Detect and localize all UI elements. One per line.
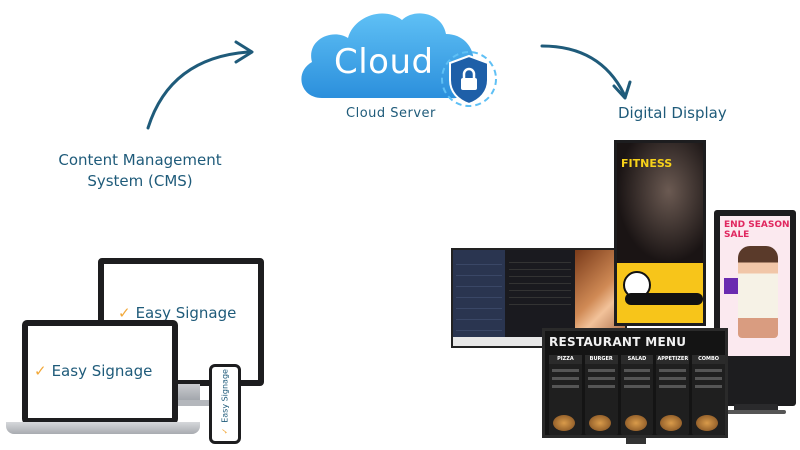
menu-column: COMBO	[692, 355, 725, 435]
menu-column: SALAD	[620, 355, 654, 435]
restaurant-menu-screen: RESTAURANT MENU PIZZA BURGER SALAD APPET…	[542, 328, 728, 438]
brand-name: Easy Signage	[51, 362, 153, 380]
cms-label-line2: System (CMS)	[87, 172, 193, 190]
laptop-brand-logo: ✓ Easy Signage	[34, 362, 152, 380]
menu-title: RESTAURANT MENU	[549, 335, 687, 349]
dish-image	[553, 415, 575, 431]
dish-image	[696, 415, 719, 431]
menu-column-header: APPETIZER	[656, 355, 690, 364]
monitor-brand-logo: ✓ Easy Signage	[118, 304, 236, 322]
menu-column-header: COMBO	[692, 355, 725, 364]
check-logo-icon: ✓	[118, 304, 131, 322]
menu-column: PIZZA	[549, 355, 582, 435]
laptop-base	[6, 422, 200, 434]
kiosk-foot	[726, 410, 786, 414]
kiosk-base	[734, 404, 778, 412]
cloud-server-label: Cloud Server	[346, 106, 436, 121]
shopping-bag-icon	[724, 278, 738, 294]
menu-column-header: SALAD	[620, 355, 654, 364]
fitness-display-screen: FITNESS	[614, 140, 706, 326]
monitor-foot	[148, 400, 216, 406]
smartphone: ✓ Easy Signage	[209, 364, 241, 444]
arrow-cloud-to-display	[540, 44, 632, 100]
cloud-title: Cloud	[334, 42, 434, 82]
brand-name: Easy Signage	[135, 304, 237, 322]
arrow-cms-to-cloud	[146, 40, 254, 130]
cloud-icon	[301, 13, 474, 99]
menu-columns: PIZZA BURGER SALAD APPETIZER COMBO	[549, 355, 725, 435]
menu-column-header: BURGER	[584, 355, 618, 364]
fitness-athlete-photo	[617, 143, 703, 263]
dish-image	[660, 415, 683, 431]
weather-panel	[453, 250, 505, 346]
dish-image	[624, 415, 647, 431]
kiosk-screen: END SEASON SALE	[720, 216, 790, 356]
fitness-phone-bar	[625, 293, 703, 305]
dish-image	[588, 415, 611, 431]
fitness-title: FITNESS	[621, 157, 673, 170]
brand-name: Easy Signage	[220, 369, 230, 423]
laptop-screen: ✓ Easy Signage	[22, 320, 178, 424]
phone-brand-logo: ✓ Easy Signage	[220, 369, 230, 435]
digital-display-label: Digital Display	[618, 104, 727, 122]
news-ticker	[453, 337, 625, 346]
cms-label-line1: Content Management	[58, 151, 222, 169]
menu-column-header: PIZZA	[549, 355, 582, 364]
menu-screen-stand	[626, 438, 646, 444]
menu-column: BURGER	[584, 355, 618, 435]
cms-label: Content Management System (CMS)	[40, 150, 240, 192]
check-logo-icon: ✓	[34, 362, 47, 380]
shield-lock-icon	[441, 51, 497, 107]
check-logo-icon: ✓	[220, 427, 230, 435]
kiosk-model-photo	[738, 246, 778, 338]
kiosk-sale-title: END SEASON SALE	[724, 220, 790, 240]
menu-column: APPETIZER	[656, 355, 690, 435]
